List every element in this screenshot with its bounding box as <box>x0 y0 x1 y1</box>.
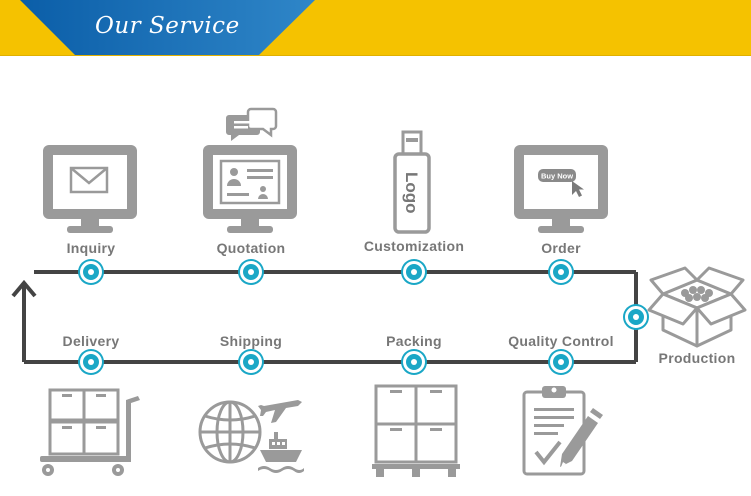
step-label-shipping: Shipping <box>219 333 283 349</box>
step-label-inquiry: Inquiry <box>66 240 116 256</box>
step-label-customization: Customization <box>363 238 465 254</box>
buy-now-text: Buy Now <box>541 172 573 181</box>
monitor-mail-icon <box>43 145 137 233</box>
cart-boxes-icon <box>40 388 140 476</box>
step-label-order: Order <box>541 240 581 256</box>
step-node-delivery <box>80 351 102 373</box>
step-node-shipping <box>240 351 262 373</box>
usb-logo-text: Logo <box>402 172 421 214</box>
pallet-boxes-icon <box>372 384 460 477</box>
banner-shape <box>0 0 751 56</box>
step-label-quotation: Quotation <box>216 240 286 256</box>
step-label-production: Production <box>658 350 736 366</box>
step-label-packing: Packing <box>386 333 442 349</box>
step-label-delivery: Delivery <box>62 333 120 349</box>
header-banner: Our Service <box>0 0 751 56</box>
box-icon <box>647 266 747 348</box>
step-node-packing <box>403 351 425 373</box>
clipboard-check-icon <box>522 386 603 476</box>
step-node-quotation <box>240 261 262 283</box>
page-title: Our Service <box>95 13 240 39</box>
step-node-order <box>550 261 572 283</box>
step-node-inquiry <box>80 261 102 283</box>
step-node-production <box>625 306 647 328</box>
step-node-customization <box>403 261 425 283</box>
monitor-buy-now-icon: Buy Now <box>514 145 608 233</box>
step-label-quality-control: Quality Control <box>508 333 614 349</box>
globe-plane-ship-icon <box>198 400 304 473</box>
monitor-quotation-icon <box>203 107 297 233</box>
usb-logo-icon: Logo <box>393 130 431 234</box>
step-node-quality-control <box>550 351 572 373</box>
